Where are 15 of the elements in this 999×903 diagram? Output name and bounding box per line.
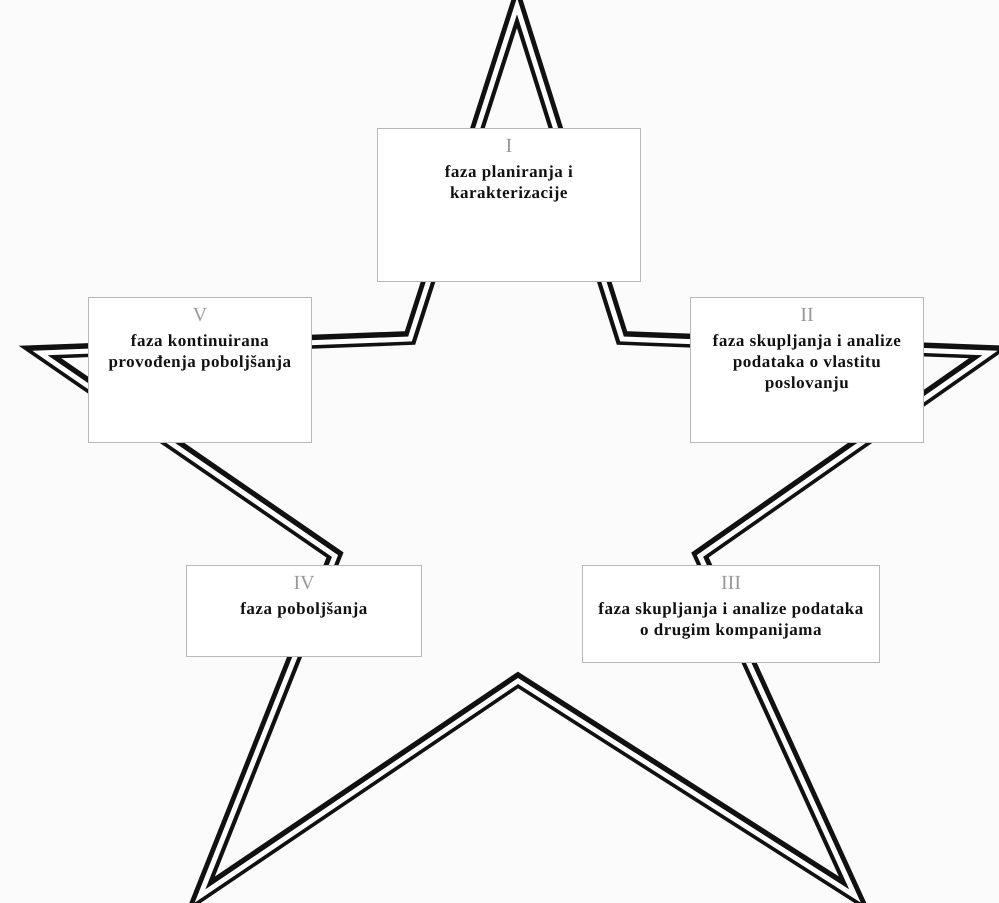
phase-number: I	[506, 135, 512, 157]
phase-box	[690, 297, 924, 443]
phase-box	[582, 565, 880, 663]
phase-label: faza skupljanja i analize podataka o drugim kompanijama	[597, 598, 865, 640]
phase-number: III	[721, 572, 741, 594]
phase-label: faza skupljanja i analize podataka o vlastitu poslovanju	[712, 330, 902, 393]
phase-label: faza poboljšanja	[240, 598, 368, 619]
phase-box	[377, 128, 641, 282]
phase-label: faza kontinuirana provođenja poboljšanja	[107, 330, 293, 372]
phase-number: IV	[293, 572, 315, 594]
phase-box	[186, 565, 422, 657]
phase-label: faza planiranja i karakterizacije	[444, 161, 574, 203]
phase-number: II	[800, 304, 814, 326]
phase-box	[88, 297, 312, 443]
phase-number: V	[192, 304, 208, 326]
